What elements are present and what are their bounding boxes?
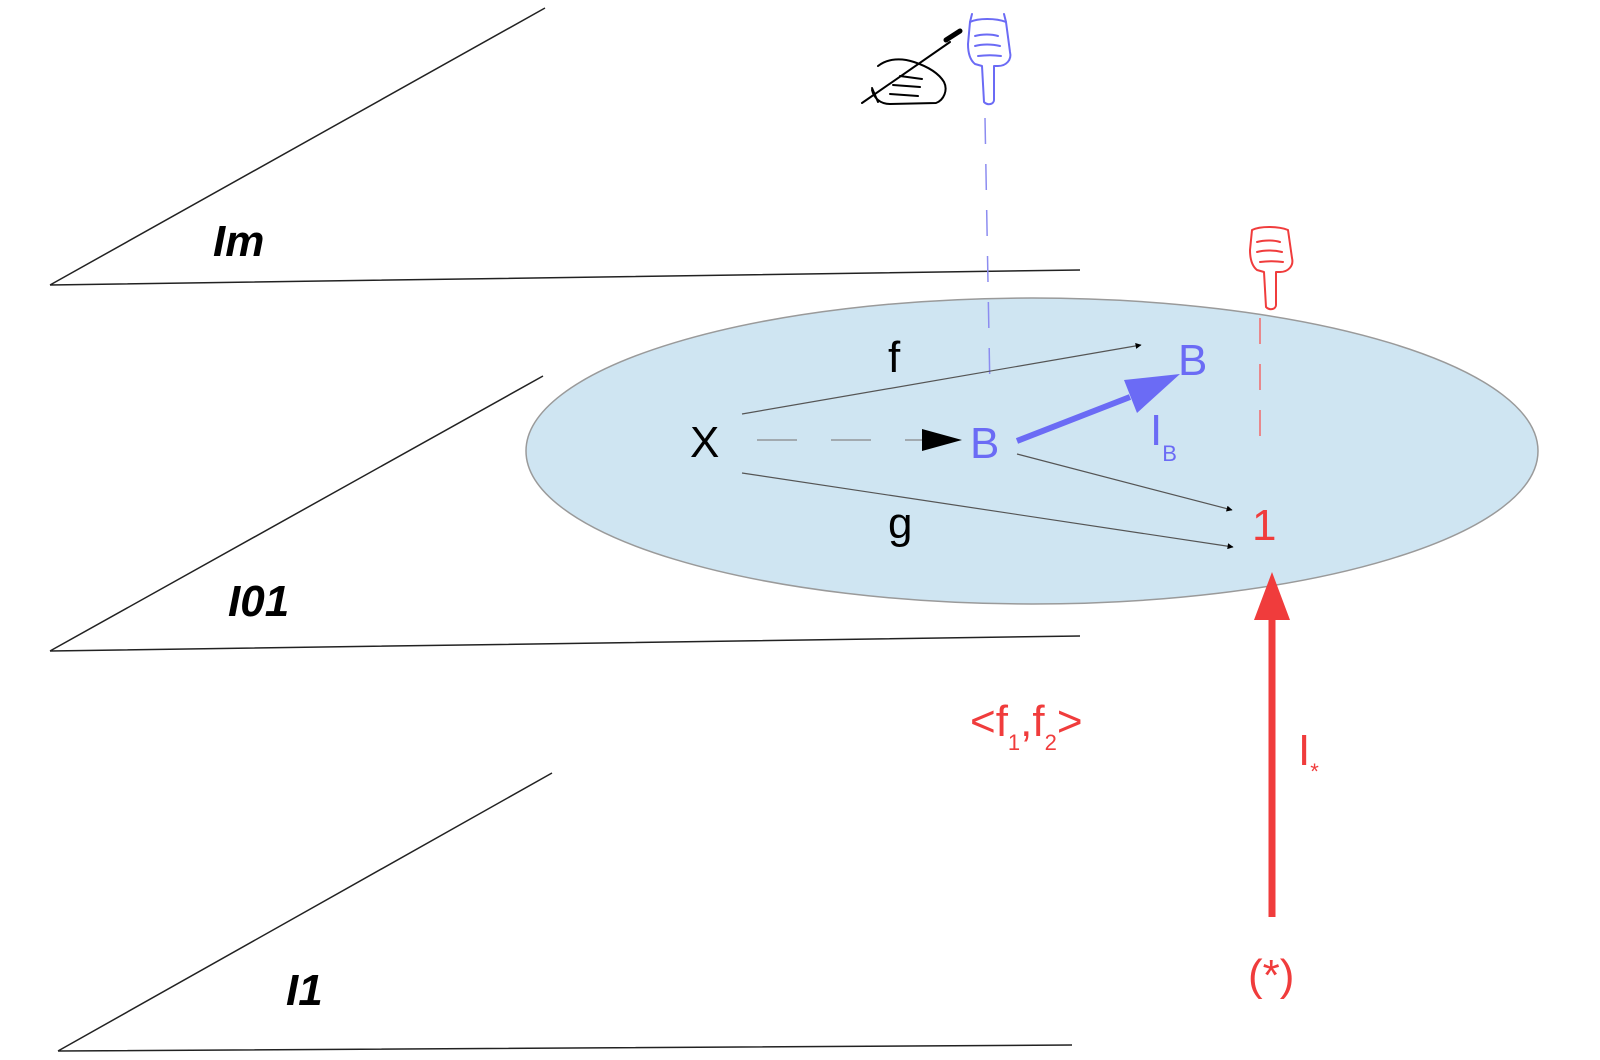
- label-pair: <f1,f2>: [970, 697, 1083, 755]
- writing-hand-icon: [861, 28, 963, 105]
- plane-i01: I01: [49, 375, 1081, 652]
- label-i-b-sub: B: [1162, 441, 1177, 466]
- label-i-star: I*: [1298, 726, 1319, 784]
- pointing-hand-down-blue-icon: [967, 13, 1012, 106]
- arrow-dashed-x-b-head: [922, 429, 962, 451]
- node-x: X: [690, 418, 719, 467]
- arrow-f: [741, 342, 1142, 415]
- node-b-mid: B: [970, 419, 999, 468]
- label-g: g: [888, 499, 912, 548]
- node-b-top: B: [1178, 336, 1207, 385]
- arrow-g: [741, 472, 1234, 550]
- label-i-b: IB: [1150, 406, 1177, 466]
- label-pair-close: >: [1057, 697, 1083, 746]
- label-i-star-sub: *: [1310, 759, 1319, 784]
- node-one: 1: [1252, 501, 1276, 550]
- label-pair-sub1: 1: [1008, 730, 1020, 755]
- plane-im: Im: [49, 7, 1081, 286]
- arrow-i-b-head: [1124, 374, 1180, 413]
- label-pair-open: <f: [970, 697, 1009, 746]
- plane-i1-edges: [57, 772, 1073, 1052]
- category-ellipse: [525, 297, 1539, 605]
- arrow-i-star-head: [1254, 572, 1290, 620]
- arrow-i-b-shaft: [1015, 394, 1132, 444]
- plane-im-label: Im: [213, 217, 264, 266]
- pointing-hand-down-red-icon: [1249, 226, 1294, 311]
- label-f: f: [888, 333, 901, 382]
- label-i-b-main: I: [1150, 406, 1162, 455]
- plane-i1-label: I1: [286, 966, 323, 1015]
- label-pair-comma: ,f: [1020, 697, 1045, 746]
- plane-i01-label: I01: [228, 577, 289, 626]
- plane-i1: I1: [57, 772, 1073, 1052]
- label-pair-sub2: 2: [1045, 730, 1057, 755]
- node-star: (*): [1248, 951, 1294, 1000]
- plane-i01-edges: [49, 375, 1081, 652]
- arrow-b-one: [1016, 453, 1233, 512]
- plane-im-edges: [49, 7, 1081, 286]
- label-i-star-main: I: [1298, 726, 1310, 775]
